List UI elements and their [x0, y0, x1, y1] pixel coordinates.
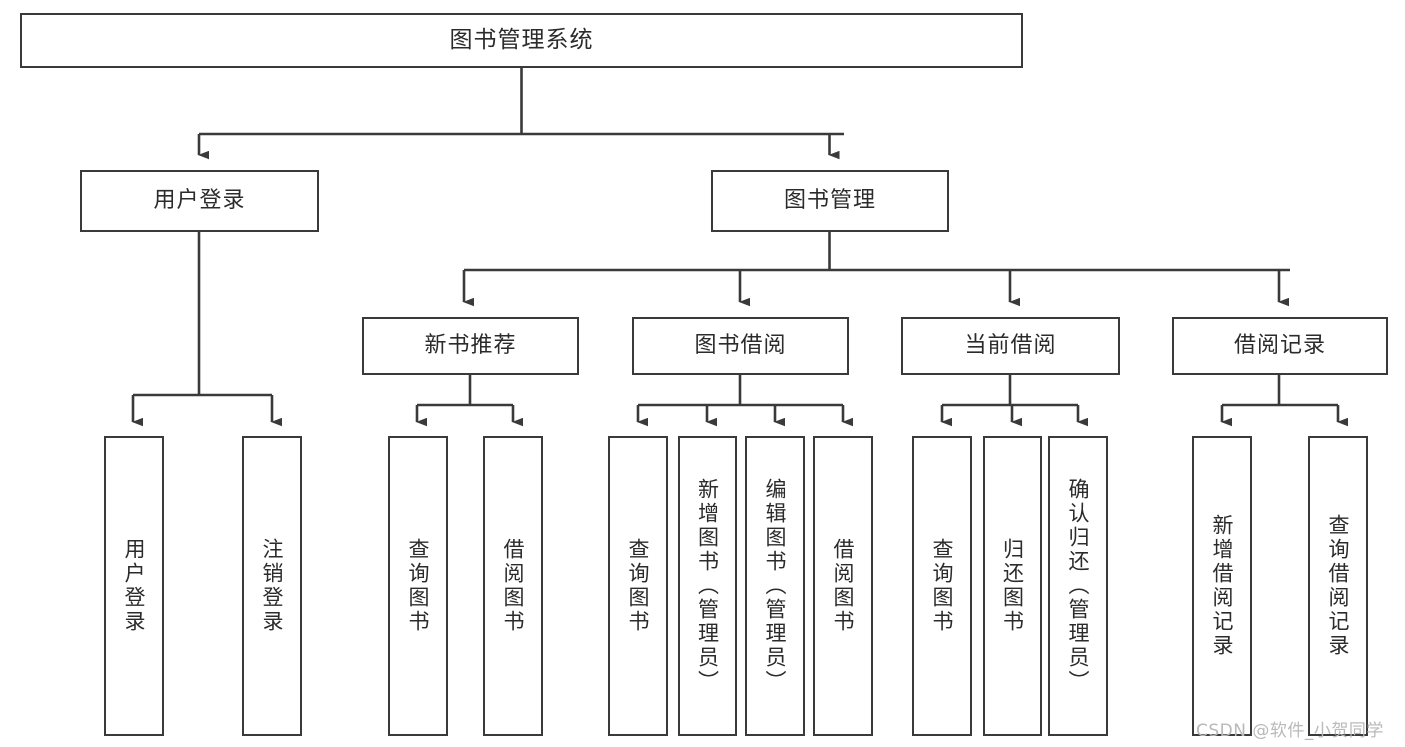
node-label: 图书管理系统	[449, 26, 594, 53]
node-new-book-recommend[interactable]: 新书推荐	[362, 317, 579, 375]
node-label: 确认归还（管理员）	[1066, 478, 1091, 694]
node-label: 图书管理	[783, 188, 876, 214]
node-label: 查询图书	[626, 538, 651, 634]
node-label: 归还图书	[1000, 538, 1025, 634]
node-label: 查询图书	[406, 538, 431, 634]
node-book-borrow[interactable]: 图书借阅	[632, 317, 849, 375]
node-leaf-confirm-return[interactable]: 确认归还（管理员）	[1048, 436, 1108, 736]
node-label: 查询借阅记录	[1326, 514, 1351, 658]
node-leaf-add-book[interactable]: 新增图书（管理员）	[678, 436, 737, 736]
node-root-system[interactable]: 图书管理系统	[20, 13, 1023, 68]
node-label: 借阅图书	[501, 538, 526, 634]
node-leaf-query-book-2[interactable]: 查询图书	[608, 436, 668, 736]
node-label: 新增图书（管理员）	[695, 478, 720, 694]
node-label: 借阅记录	[1233, 333, 1326, 359]
node-leaf-user-login[interactable]: 用户登录	[104, 436, 164, 736]
node-leaf-query-book-3[interactable]: 查询图书	[912, 436, 972, 736]
node-book-manage[interactable]: 图书管理	[711, 170, 949, 232]
node-label: 用户登录	[153, 188, 246, 214]
node-current-borrow[interactable]: 当前借阅	[901, 317, 1120, 375]
node-leaf-query-record[interactable]: 查询借阅记录	[1308, 436, 1368, 736]
node-label: 新增借阅记录	[1210, 514, 1235, 658]
node-label: 编辑图书（管理员）	[763, 478, 788, 694]
csdn-watermark: CSDN @软件_小贺同学	[1196, 721, 1384, 741]
node-label: 用户登录	[122, 538, 147, 634]
node-label: 查询图书	[930, 538, 955, 634]
node-leaf-edit-book[interactable]: 编辑图书（管理员）	[745, 436, 805, 736]
node-label: 借阅图书	[831, 538, 856, 634]
node-borrow-record[interactable]: 借阅记录	[1172, 317, 1388, 375]
node-label: 当前借阅	[964, 333, 1057, 359]
node-leaf-borrow-book-1[interactable]: 借阅图书	[483, 436, 543, 736]
node-leaf-add-record[interactable]: 新增借阅记录	[1192, 436, 1252, 736]
node-leaf-logout[interactable]: 注销登录	[242, 436, 302, 736]
node-label: 新书推荐	[424, 333, 517, 359]
node-label: 图书借阅	[694, 333, 787, 359]
node-label: 注销登录	[260, 538, 285, 634]
node-leaf-return-book[interactable]: 归还图书	[983, 436, 1042, 736]
node-leaf-query-book-1[interactable]: 查询图书	[388, 436, 448, 736]
node-leaf-borrow-book-2[interactable]: 借阅图书	[813, 436, 873, 736]
node-user-login[interactable]: 用户登录	[80, 170, 319, 232]
